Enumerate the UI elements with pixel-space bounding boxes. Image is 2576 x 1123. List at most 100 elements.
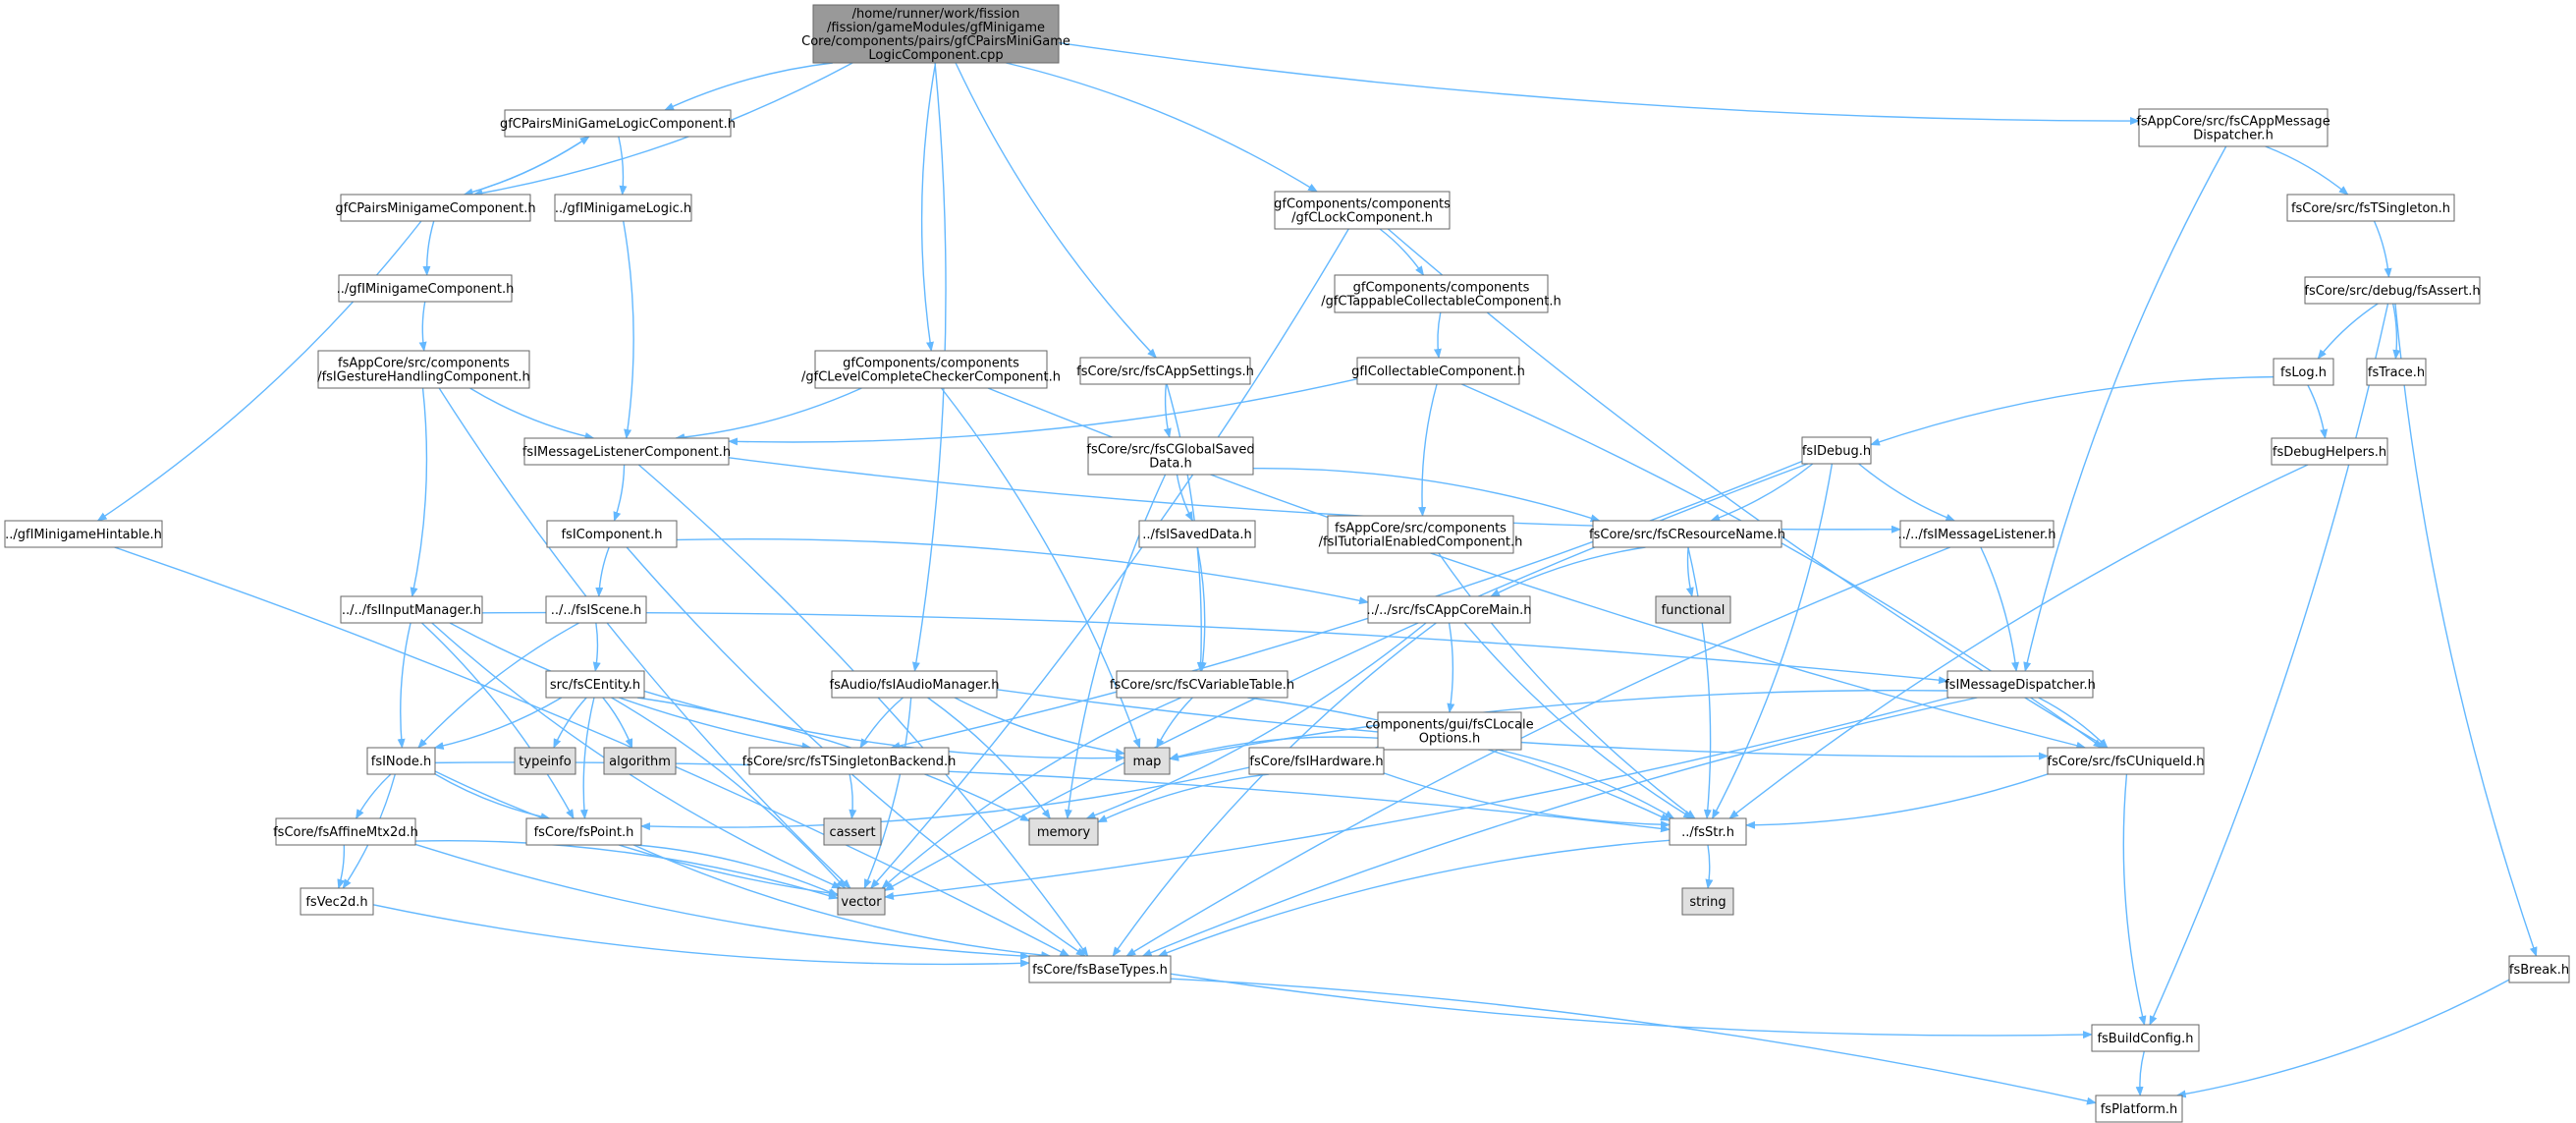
edge-gsd-to-resname xyxy=(1252,467,1601,523)
node-mlc[interactable]: fsIMessageListenerComponent.h xyxy=(522,437,731,466)
node-lock[interactable]: gfComponents/components/gfCLockComponent… xyxy=(1274,191,1451,230)
node-vec2d[interactable]: fsVec2d.h xyxy=(300,887,374,916)
node-box xyxy=(1356,357,1520,385)
edge-affine-to-vector xyxy=(414,840,839,900)
edge-pmc-to-hint xyxy=(96,220,422,522)
node-lcc[interactable]: gfComponents/components/gfCLevelComplete… xyxy=(801,350,1061,389)
node-pmglc[interactable]: gfCPairsMiniGameLogicComponent.h xyxy=(500,109,736,138)
edge-inode-to-affine xyxy=(355,773,392,819)
node-tutorial[interactable]: fsAppCore/src/components/fsITutorialEnab… xyxy=(1319,515,1523,554)
edge-scene-to-inode xyxy=(417,622,579,749)
node-input[interactable]: ../../fsIInputManager.h xyxy=(340,595,483,624)
edge-lock-to-vector xyxy=(870,228,1349,889)
node-collc[interactable]: gfICollectableComponent.h xyxy=(1351,357,1525,385)
node-memory[interactable]: memory xyxy=(1028,817,1099,846)
node-typeinfo[interactable]: typeinfo xyxy=(514,747,576,775)
node-assert[interactable]: fsCore/src/debug/fsAssert.h xyxy=(2304,276,2481,305)
node-hardware[interactable]: fsCore/fsIHardware.h xyxy=(1248,747,1385,775)
node-label: ../fsStr.h xyxy=(1681,825,1734,840)
edge-isd-to-vartab xyxy=(1196,546,1207,672)
node-appcoremain[interactable]: ../../src/fsCAppCoreMain.h xyxy=(1367,595,1532,624)
node-buildconfig[interactable]: fsBuildConfig.h xyxy=(2091,1024,2200,1052)
node-hint[interactable]: ../gfIMinigameHintable.h xyxy=(4,520,163,548)
node-debughelpers[interactable]: fsDebugHelpers.h xyxy=(2271,437,2388,466)
node-entity[interactable]: src/fsCEntity.h xyxy=(545,670,645,699)
node-label: /home/runner/work/fission xyxy=(852,7,1020,22)
node-label: ../gfIMinigameComponent.h xyxy=(337,282,515,297)
node-uniqueid[interactable]: fsCore/src/fsCUniqueId.h xyxy=(2047,747,2205,775)
edge-resname-to-functional xyxy=(1685,546,1694,597)
node-msglistener[interactable]: ../../fsIMessageListener.h xyxy=(1898,520,2056,548)
node-appset[interactable]: fsCore/src/fsCAppSettings.h xyxy=(1076,357,1254,385)
node-box xyxy=(2095,1095,2183,1123)
node-algorithm[interactable]: algorithm xyxy=(603,747,677,775)
node-functional[interactable]: functional xyxy=(1655,595,1731,624)
node-vartab[interactable]: fsCore/src/fsCVariableTable.h xyxy=(1110,670,1294,699)
node-box xyxy=(2138,108,2329,147)
node-inode[interactable]: fsINode.h xyxy=(366,747,436,775)
edge-entity-to-map xyxy=(643,690,1125,762)
node-trace[interactable]: fsTrace.h xyxy=(2366,358,2427,386)
edge-resname-to-appcoremain xyxy=(1490,546,1646,597)
node-basetypes[interactable]: fsCore/fsBaseTypes.h xyxy=(1028,955,1172,983)
edge-entity-to-memory xyxy=(636,697,1030,822)
node-tapc[interactable]: gfComponents/components/gfCTappableColle… xyxy=(1321,274,1562,313)
node-affine[interactable]: fsCore/fsAffineMtx2d.h xyxy=(273,817,418,846)
node-platform[interactable]: fsPlatform.h xyxy=(2095,1095,2183,1123)
node-label: fsCore/src/fsCGlobalSaved xyxy=(1086,443,1254,458)
node-label: fsIDebug.h xyxy=(1802,444,1871,459)
node-label: /fission/gameModules/gfMinigame xyxy=(827,21,1045,35)
node-label: fsCore/src/fsCResourceName.h xyxy=(1589,528,1785,542)
edge-input-to-point xyxy=(421,622,575,819)
edge-vartab-to-vector xyxy=(881,697,1182,889)
edge-lock-to-tapc xyxy=(1379,228,1425,276)
edge-msglistener-to-msgdisp xyxy=(1980,546,2019,672)
node-pmc[interactable]: gfCPairsMinigameComponent.h xyxy=(335,194,536,222)
node-idebug[interactable]: fsIDebug.h xyxy=(1801,436,1872,465)
node-msgdisp[interactable]: fsIMessageDispatcher.h xyxy=(1945,670,2096,699)
node-box xyxy=(2271,437,2388,466)
node-box xyxy=(504,109,732,138)
edge-appmsgdisp-to-tsingleton xyxy=(2265,145,2349,196)
node-cassert[interactable]: cassert xyxy=(823,817,882,846)
node-resname[interactable]: fsCore/src/fsCResourceName.h xyxy=(1589,520,1785,548)
edge-tsingleton-to-assert xyxy=(2373,220,2392,278)
node-scene[interactable]: ../../fsIScene.h xyxy=(545,595,647,624)
node-vector[interactable]: vector xyxy=(837,887,886,916)
node-box xyxy=(1248,747,1385,775)
node-label: ../gfIMinigameHintable.h xyxy=(5,528,162,542)
node-map[interactable]: map xyxy=(1124,747,1171,775)
node-box xyxy=(1274,191,1451,230)
node-point[interactable]: fsCore/fsPoint.h xyxy=(525,817,642,846)
edge-uniqueid-to-buildconfig xyxy=(2122,773,2147,1026)
node-box xyxy=(1138,520,1256,548)
node-imc[interactable]: ../gfIMinigameComponent.h xyxy=(337,274,515,303)
edge-collc-to-mlc xyxy=(728,378,1358,446)
node-root[interactable]: /home/runner/work/fission/fission/gameMo… xyxy=(801,4,1070,64)
node-box xyxy=(2508,955,2570,983)
node-string[interactable]: string xyxy=(1681,887,1734,916)
node-box xyxy=(366,747,436,775)
node-brk[interactable]: fsBreak.h xyxy=(2508,955,2570,983)
node-label: gfComponents/components xyxy=(1353,281,1530,296)
node-gest[interactable]: fsAppCore/src/components/fsIGestureHandl… xyxy=(317,350,530,389)
node-label: map xyxy=(1133,755,1162,769)
node-box xyxy=(546,520,678,548)
edge-iml-to-mlc xyxy=(623,220,634,439)
node-box xyxy=(2366,358,2427,386)
node-fsstr[interactable]: ../fsStr.h xyxy=(1669,817,1747,846)
node-iml[interactable]: ../gfIMinigameLogic.h xyxy=(554,194,692,222)
edge-root-to-lock xyxy=(1006,62,1318,193)
edge-msgdisp-to-uniqueid xyxy=(2038,697,2109,749)
node-singback[interactable]: fsCore/src/fsTSingletonBackend.h xyxy=(742,747,957,775)
node-comp[interactable]: fsIComponent.h xyxy=(546,520,678,548)
node-isd[interactable]: ../fsISavedData.h xyxy=(1138,520,1256,548)
nodes-layer: /home/runner/work/fission/fission/gameMo… xyxy=(4,4,2570,1123)
node-log[interactable]: fsLog.h xyxy=(2273,358,2334,386)
node-label: fsIMessageListenerComponent.h xyxy=(522,445,731,460)
node-audio[interactable]: fsAudio/fsIAudioManager.h xyxy=(830,670,1000,699)
node-tsingleton[interactable]: fsCore/src/fsTSingleton.h xyxy=(2286,194,2455,222)
